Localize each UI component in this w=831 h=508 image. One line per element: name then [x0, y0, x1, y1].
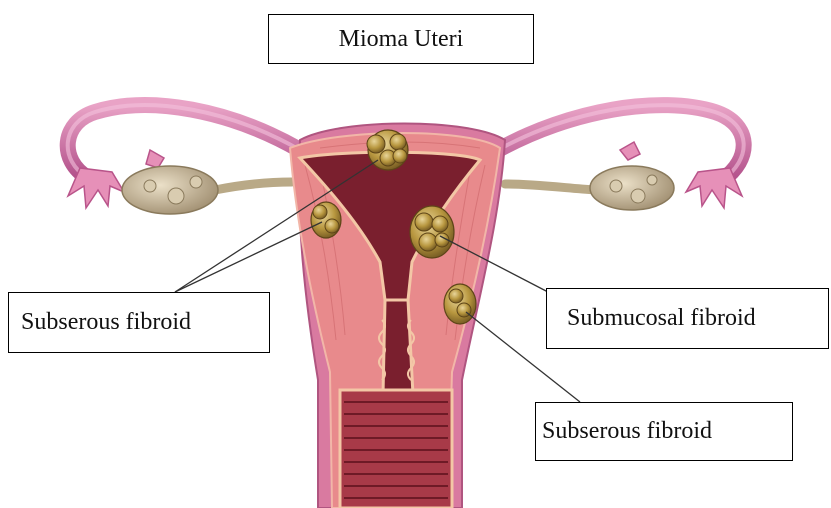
vaginal-canal — [340, 390, 452, 508]
fibroid-top — [367, 130, 408, 170]
page-title: Mioma Uteri — [268, 14, 534, 64]
left-ovary — [122, 166, 218, 214]
fibroid-left-wall — [311, 202, 341, 238]
fibroid-right-wall — [410, 206, 454, 258]
label-text: Subserous fibroid — [21, 309, 191, 336]
subserous-fibroid-label-left: Subserous fibroid — [8, 292, 270, 353]
fibroid-outer-right — [444, 284, 476, 324]
label-text: Submucosal fibroid — [567, 305, 756, 332]
submucosal-fibroid-label: Submucosal fibroid — [546, 288, 829, 349]
leader-line-left-to-wall-fibroid — [175, 222, 322, 292]
right-ovarian-ligament — [505, 184, 595, 190]
subserous-fibroid-label-bottom: Subserous fibroid — [535, 402, 793, 461]
left-ovarian-ligament — [215, 182, 292, 190]
title-text: Mioma Uteri — [339, 26, 464, 53]
right-ovary — [590, 166, 674, 210]
label-text: Subserous fibroid — [542, 418, 712, 445]
